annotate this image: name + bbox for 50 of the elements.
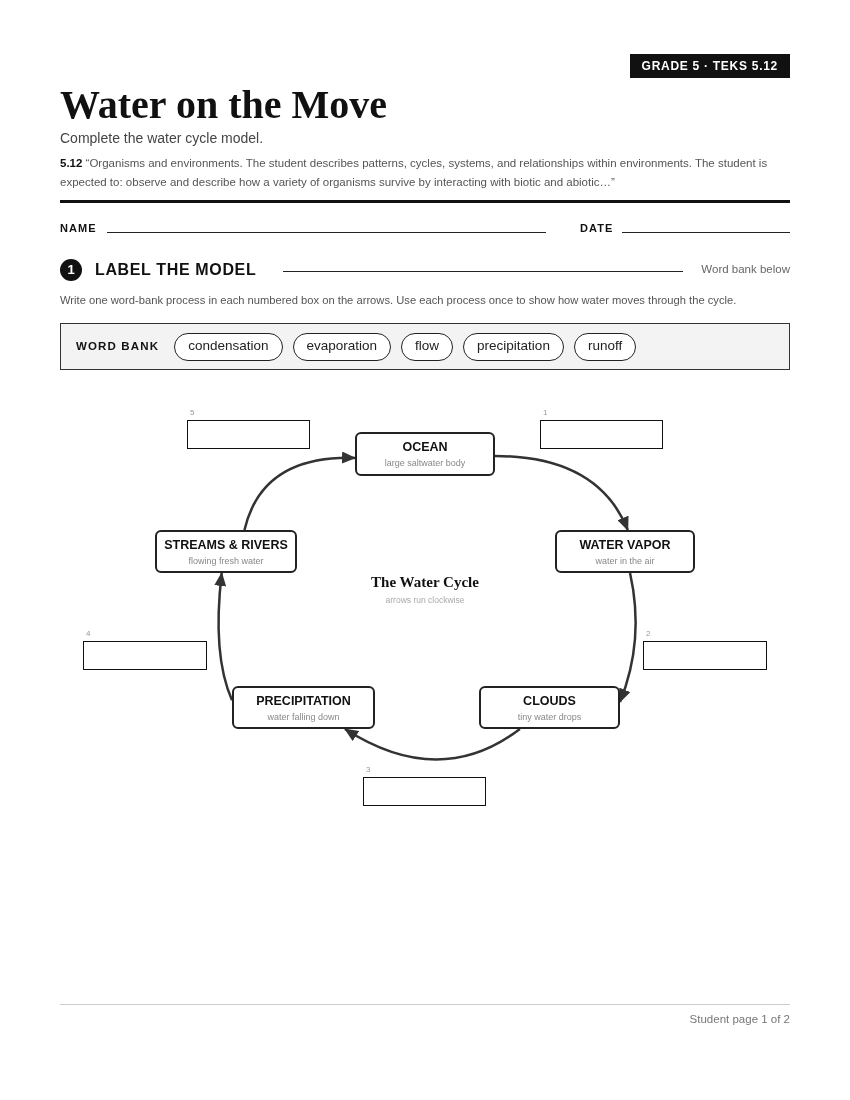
word-chip: flow (401, 332, 454, 361)
word-bank-panel (60, 323, 790, 370)
cycle-arrow (243, 452, 356, 531)
word-chip: runoff (573, 332, 637, 361)
node-title: STREAMS & RIVERS (164, 536, 288, 553)
stage-box (155, 530, 297, 573)
page-title: Water on the Move (60, 85, 387, 125)
stage-box (479, 686, 620, 729)
cycle-arrow (494, 454, 629, 531)
cycle-arrow (344, 727, 521, 761)
note-text: Word bank below (701, 262, 790, 277)
word-chip: precipitation (463, 332, 564, 361)
stage-box (232, 686, 375, 729)
callout-number: 2 (646, 629, 651, 639)
node-subtitle: flowing fresh water (188, 554, 264, 567)
answer-box (643, 641, 767, 670)
field-label: DATE (580, 221, 614, 235)
grade-badge: GRADE 5 · TEKS 5.12 (629, 54, 790, 78)
word-chip: evaporation (292, 332, 392, 361)
cycle-arrow (618, 572, 637, 703)
node-title: OCEAN (402, 439, 448, 455)
page-number: Student page 1 of 2 (689, 1012, 790, 1027)
answer-box (540, 420, 663, 449)
node-title: WATER VAPOR (579, 536, 671, 553)
answer-box (83, 641, 207, 670)
node-subtitle: tiny water drops (517, 710, 582, 723)
callout-number: 4 (86, 629, 91, 639)
callout-number: 3 (366, 765, 371, 775)
node-subtitle: water in the air (595, 554, 655, 567)
node-subtitle: water falling down (267, 710, 340, 723)
callout-number: 5 (190, 408, 195, 418)
node-subtitle: large saltwater body (384, 457, 466, 469)
stage-box (355, 432, 495, 476)
stage-box (555, 530, 695, 573)
word-bank-heading: WORD BANK (76, 338, 160, 354)
answer-box (187, 420, 310, 449)
section-heading: LABEL THE MODEL (95, 260, 257, 280)
word-chip: condensation (174, 332, 283, 361)
field-label: NAME (60, 221, 97, 235)
cycle-note: arrows run clockwise (384, 594, 466, 606)
cycle-heading: The Water Cycle (370, 573, 480, 592)
instruction-text: Write one word-bank process in each numbered box on the arrows. Use each process once to show how water moves through the cycle. (60, 293, 737, 308)
cycle-arrow (214, 572, 234, 701)
node-title: CLOUDS (523, 692, 576, 709)
node-title: PRECIPITATION (256, 692, 351, 709)
subtitle: Complete the water cycle model. (60, 129, 264, 148)
standard-text: 5.12 “Organisms and environments. The student describes patterns, cycles, systems, and relationships within environments. The student is expected to: observe and describe how a variety of organisms survive by interacting with biotic and abiotic…” (60, 156, 769, 190)
section-number: 1 (60, 259, 82, 281)
answer-box (363, 777, 486, 806)
callout-number: 1 (543, 408, 548, 418)
